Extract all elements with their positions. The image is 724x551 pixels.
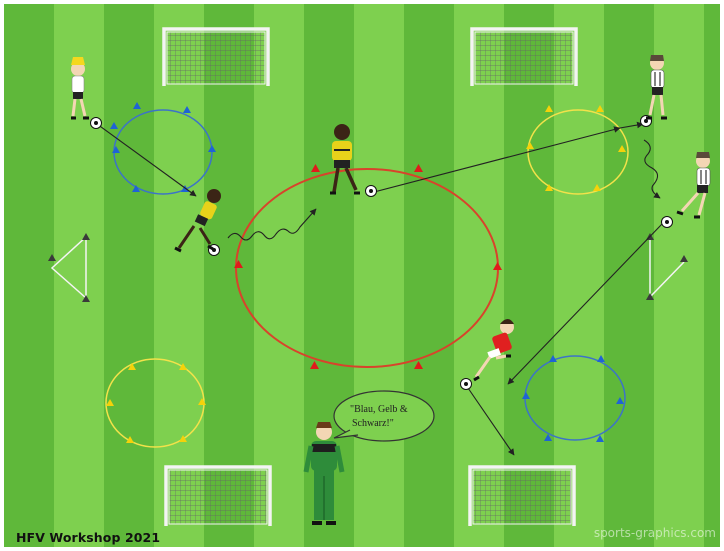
player-icon <box>174 189 221 253</box>
player-icon <box>646 55 667 120</box>
blue-cones-top-left <box>110 102 216 192</box>
cone-icon <box>526 142 534 149</box>
cone-icon <box>646 293 654 300</box>
cone-icon <box>680 255 688 262</box>
cone-icon <box>618 145 626 152</box>
cone-icon <box>133 102 141 109</box>
cone-icon <box>106 399 114 406</box>
black-cones-left <box>48 233 90 302</box>
speech-line-2: Schwarz!" <box>352 418 394 429</box>
cone-icon <box>549 355 557 362</box>
cone-icon <box>593 184 601 191</box>
cone-icon <box>128 363 136 370</box>
speech-bubble: "Blau, Gelb & Schwarz!" <box>333 390 435 442</box>
cone-icon <box>132 185 140 192</box>
cone-icon <box>82 295 90 302</box>
cone-icon <box>414 164 423 172</box>
cone-icon <box>596 435 604 442</box>
cone-icon <box>198 398 206 405</box>
goal-bottom-right <box>468 465 576 526</box>
cone-icon <box>82 233 90 240</box>
player-icon <box>473 319 514 382</box>
cone-icon <box>310 361 319 369</box>
coach-icon <box>303 422 345 525</box>
black-zone-left <box>50 235 87 300</box>
soccer-ball-icon <box>661 216 673 228</box>
goal-top-left <box>162 27 270 86</box>
cone-icon <box>183 106 191 113</box>
cone-icon <box>596 105 604 112</box>
cone-icon <box>414 361 423 369</box>
cone-icon <box>48 254 56 261</box>
cone-icon <box>493 262 502 270</box>
cone-icon <box>597 355 605 362</box>
cone-icon <box>234 260 243 268</box>
player-icon <box>330 124 360 195</box>
goal-top-right <box>470 27 578 86</box>
red-cones-center <box>234 164 502 369</box>
cone-icon <box>311 164 320 172</box>
player-icon <box>71 57 89 120</box>
speech-line-1: "Blau, Gelb & <box>350 404 408 415</box>
pass-arrows <box>96 121 663 456</box>
cone-icon <box>126 436 134 443</box>
soccer-ball-icon <box>460 378 472 390</box>
cone-icon <box>545 105 553 112</box>
watermark: sports-graphics.com <box>593 526 716 540</box>
cone-icon <box>522 392 530 399</box>
cone-icon <box>544 434 552 441</box>
cone-icon <box>208 145 216 152</box>
workshop-caption: HFV Workshop 2021 <box>16 530 161 545</box>
cone-icon <box>179 363 187 370</box>
cone-icon <box>545 184 553 191</box>
soccer-ball-icon <box>365 185 377 197</box>
cone-icon <box>112 146 120 153</box>
player-icon <box>676 152 711 219</box>
cone-icon <box>179 435 187 442</box>
dribble-paths <box>227 139 661 241</box>
cone-icon <box>110 122 118 129</box>
soccer-ball-icon <box>90 117 102 129</box>
yellow-cones-bottom-left <box>106 363 206 443</box>
yellow-cones-top-right <box>526 105 626 191</box>
goal-bottom-left <box>164 465 272 526</box>
blue-cones-bottom-right <box>522 355 624 442</box>
cone-icon <box>616 397 624 404</box>
